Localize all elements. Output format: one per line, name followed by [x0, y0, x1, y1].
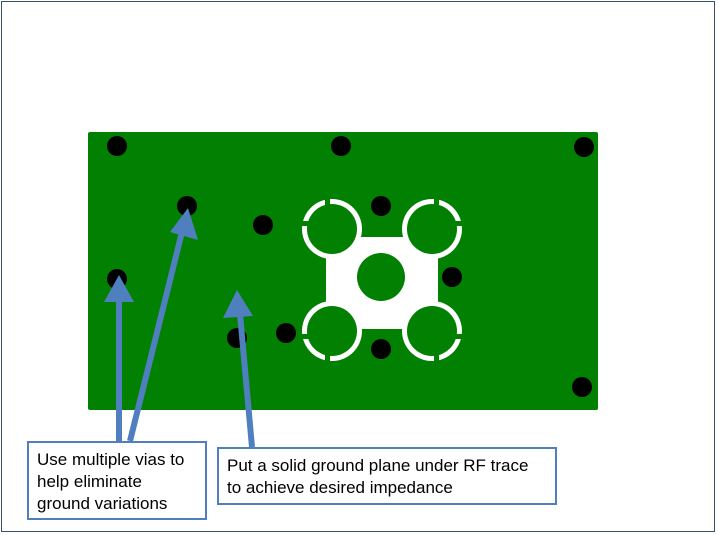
ring-gap	[434, 197, 439, 207]
pad-top-right	[407, 204, 457, 254]
ring-gap	[454, 221, 464, 226]
pad-center	[357, 253, 405, 301]
via	[574, 137, 594, 157]
ring-gap	[454, 334, 464, 339]
ring-gap	[325, 197, 330, 207]
ring-gap	[325, 353, 330, 363]
via	[276, 323, 296, 343]
via	[253, 215, 273, 235]
pad-bottom-left	[307, 306, 357, 356]
via	[572, 377, 592, 397]
callout-multiple-vias: Use multiple vias to help eliminate grou…	[27, 441, 207, 520]
ring-gap	[434, 353, 439, 363]
via	[331, 136, 351, 156]
pad-top-left	[307, 204, 357, 254]
callout-vias-line-2: help eliminate	[37, 471, 197, 493]
callout-ground-plane: Put a solid ground plane under RF trace …	[217, 447, 557, 505]
callout-plane-line-1: Put a solid ground plane under RF trace	[227, 455, 547, 477]
pad-bottom-right	[407, 306, 457, 356]
ring-gap	[300, 221, 310, 226]
via	[371, 339, 391, 359]
via	[442, 267, 462, 287]
via	[107, 136, 127, 156]
callout-plane-line-2: to achieve desired impedance	[227, 477, 547, 499]
callout-vias-line-3: ground variations	[37, 493, 197, 515]
callout-vias-line-1: Use multiple vias to	[37, 449, 197, 471]
via	[371, 196, 391, 216]
ring-gap	[300, 334, 310, 339]
